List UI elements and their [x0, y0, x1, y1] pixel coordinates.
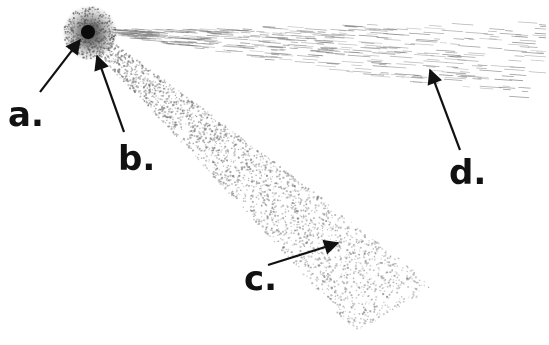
arrow-b: [94, 54, 126, 133]
label-d: d.: [449, 153, 486, 193]
dust-tail: [89, 35, 430, 330]
label-c: c.: [244, 259, 277, 299]
ion-tail: [111, 21, 547, 99]
label-a: a.: [8, 95, 44, 135]
arrow-d: [427, 68, 462, 151]
label-b: b.: [118, 139, 155, 179]
nucleus: [81, 25, 95, 39]
arrow-c: [267, 239, 340, 267]
arrow-a: [39, 38, 81, 93]
